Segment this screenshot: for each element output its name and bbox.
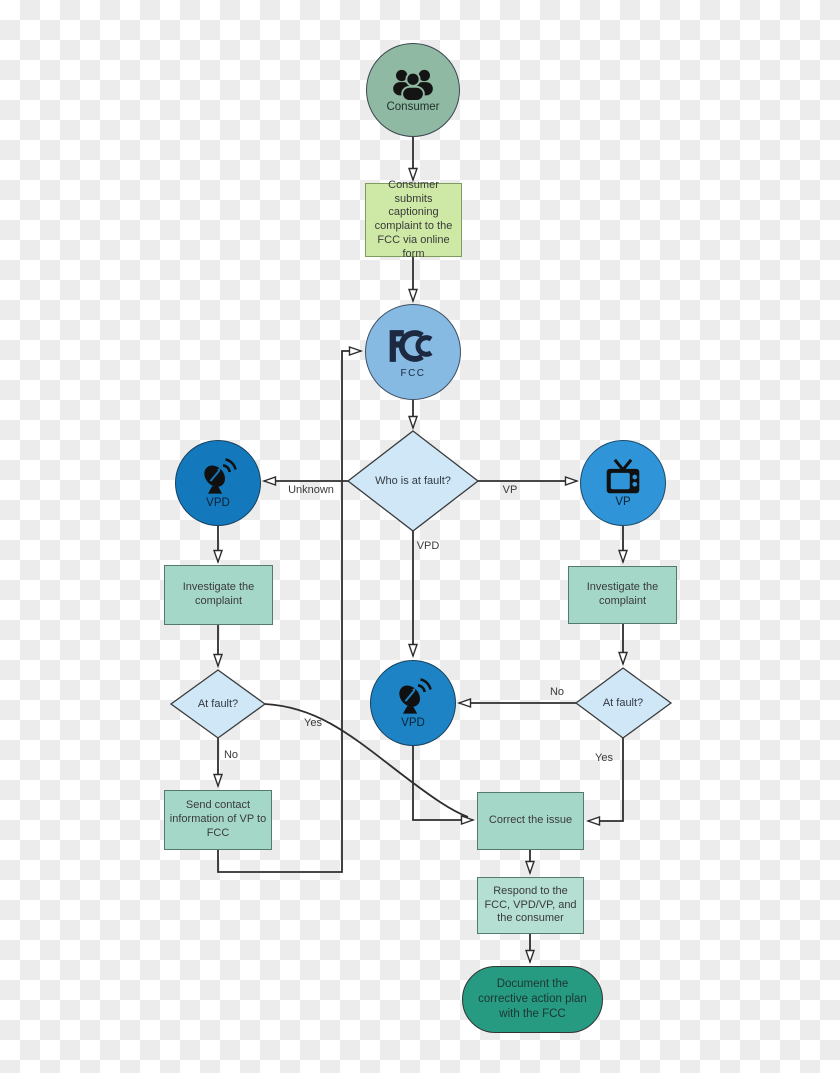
people-group-icon <box>393 69 433 101</box>
node-at-fault-right-label: At fault? <box>602 697 644 709</box>
node-investigate-right: Investigate the complaint <box>568 566 677 624</box>
node-submit-form: Consumer submits captioning complaint to… <box>365 179 462 260</box>
edge-label-no-right: No <box>549 686 565 698</box>
node-correct-issue: Correct the issue <box>477 792 584 850</box>
node-consumer-label: Consumer <box>386 100 440 113</box>
node-who-is-at-fault-label: Who is at fault? <box>375 475 451 487</box>
node-send-contact-label: Send contact information of VP to FCC <box>169 799 267 839</box>
node-document-plan-label: Document the corrective action plan with… <box>478 978 587 1020</box>
node-vpd-left-label: VPD <box>206 496 230 509</box>
node-vp-right-label: VP <box>615 495 631 508</box>
node-vpd-left: VPD <box>175 440 261 526</box>
fcc-logo-icon <box>389 329 433 362</box>
tv-icon <box>606 458 640 494</box>
node-at-fault-left-label: At fault? <box>197 698 239 710</box>
node-respond: Respond to the FCC, VPD/VP, and the cons… <box>477 877 584 934</box>
node-send-contact: Send contact information of VP to FCC <box>164 790 272 850</box>
node-investigate-right-label: Investigate the complaint <box>586 581 659 607</box>
node-correct-issue-label: Correct the issue <box>488 814 573 827</box>
edge-label-vpd: VPD <box>416 540 440 552</box>
node-vpd-mid: VPD <box>370 660 456 746</box>
satellite-dish-icon <box>399 678 432 714</box>
node-vpd-mid-label: VPD <box>401 716 425 729</box>
node-consumer: Consumer <box>366 43 460 137</box>
edge-label-yes-left: Yes <box>304 717 322 729</box>
edge-label-unknown: Unknown <box>288 484 334 496</box>
node-investigate-left: Investigate the complaint <box>164 565 273 625</box>
node-fcc: FCC <box>365 304 461 400</box>
edge-vpd-mid-to-correct <box>412 746 476 825</box>
edge-label-vp: VP <box>502 484 518 496</box>
edge-atfault-right-yes <box>585 738 624 826</box>
satellite-dish-icon <box>204 458 237 494</box>
edge-label-no-left: No <box>223 749 239 761</box>
node-document-plan: Document the corrective action plan with… <box>462 966 603 1033</box>
node-submit-form-label: Consumer submits captioning complaint to… <box>374 178 453 260</box>
node-fcc-label: FCC <box>400 367 426 379</box>
edge-label-yes-right: Yes <box>595 752 613 764</box>
node-vp-right: VP <box>580 440 666 526</box>
node-investigate-left-label: Investigate the complaint <box>182 581 255 607</box>
node-respond-label: Respond to the FCC, VPD/VP, and the cons… <box>484 884 577 925</box>
